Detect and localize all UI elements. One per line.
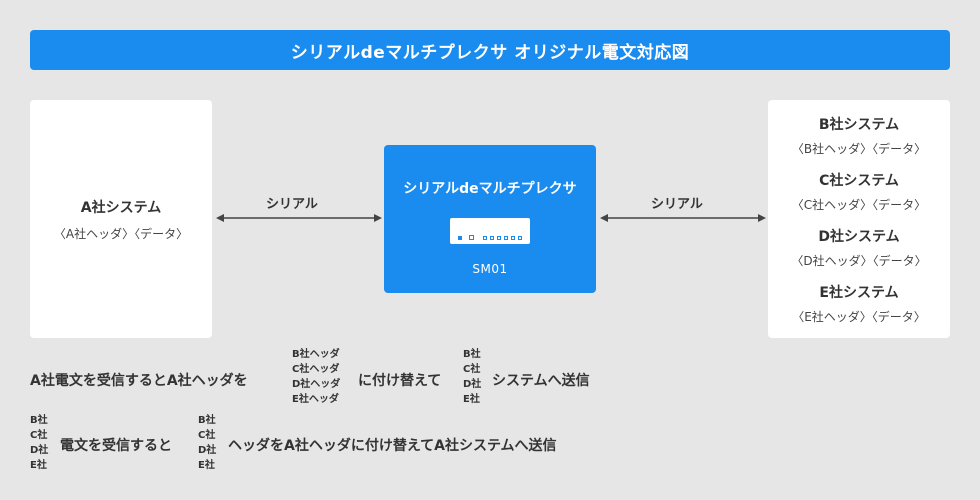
line1-header-e: E社ヘッダ — [292, 394, 339, 405]
system-b-group: B社システム 〈B社ヘッダ〉〈データ〉 — [768, 114, 950, 157]
system-box-a: A社システム 〈A社ヘッダ〉〈データ〉 — [30, 100, 212, 338]
system-c-group: C社システム 〈C社ヘッダ〉〈データ〉 — [768, 170, 950, 213]
system-a-message: 〈A社ヘッダ〉〈データ〉 — [53, 226, 189, 241]
line1-company-b: B社 — [463, 349, 481, 360]
system-d-message: 〈D社ヘッダ〉〈データ〉 — [791, 254, 927, 268]
line2-company-b-e: E社 — [198, 460, 215, 471]
line2-company-a-e: E社 — [30, 460, 47, 471]
line2-company-b-b: B社 — [198, 415, 216, 426]
multiplexer-model: SM01 — [472, 262, 508, 276]
system-c-name: C社システム — [819, 173, 899, 189]
line2-company-a-b: B社 — [30, 415, 48, 426]
line2-company-b-c: C社 — [198, 430, 216, 441]
system-b-name: B社システム — [818, 117, 900, 133]
line1-header-b: B社ヘッダ — [292, 349, 340, 360]
line1-part3: システムへ送信 — [492, 373, 590, 389]
line1-company-c: C社 — [463, 364, 481, 375]
line1-company-d: D社 — [463, 379, 482, 390]
line2-part2: ヘッダをA社ヘッダに付け替えてA社システムへ送信 — [228, 438, 557, 454]
line1-company-stack: B社 C社 D社 E社 — [463, 347, 481, 407]
multiplexer-name: シリアルdeマルチプレクサ — [403, 181, 577, 197]
line2-company-stack-b: B社 C社 D社 E社 — [198, 413, 216, 473]
system-a-name: A社システム — [80, 199, 162, 216]
system-e-message: 〈E社ヘッダ〉〈データ〉 — [792, 310, 926, 324]
multiplexer-box: シリアルdeマルチプレクサ SM01 — [384, 145, 596, 293]
left-bidirectional-arrow — [216, 214, 382, 222]
right-link-label: シリアル — [651, 197, 703, 212]
system-b-message: 〈B社ヘッダ〉〈データ〉 — [791, 142, 927, 156]
line1-company-e: E社 — [463, 394, 480, 405]
line2-company-b-d: D社 — [198, 445, 217, 456]
system-e-group: E社システム 〈E社ヘッダ〉〈データ〉 — [768, 282, 950, 325]
system-d-name: D社システム — [818, 229, 900, 245]
left-link-label: シリアル — [266, 197, 318, 212]
system-d-group: D社システム 〈D社ヘッダ〉〈データ〉 — [768, 226, 950, 269]
line1-part2: に付け替えて — [358, 373, 442, 389]
system-e-name: E社システム — [819, 285, 899, 301]
line1-header-d: D社ヘッダ — [292, 379, 341, 390]
line2-company-stack-a: B社 C社 D社 E社 — [30, 413, 48, 473]
line1-header-stack: B社ヘッダ C社ヘッダ D社ヘッダ E社ヘッダ — [292, 347, 340, 407]
line1-part1: A社電文を受信するとA社ヘッダを — [30, 373, 248, 389]
line1-header-c: C社ヘッダ — [292, 364, 340, 375]
line2-company-a-c: C社 — [30, 430, 48, 441]
diagram-title: シリアルdeマルチプレクサ オリジナル電文対応図 — [290, 42, 690, 63]
system-c-message: 〈C社ヘッダ〉〈データ〉 — [791, 198, 927, 212]
title-banner: シリアルdeマルチプレクサ オリジナル電文対応図 — [30, 30, 950, 70]
line2-company-a-d: D社 — [30, 445, 49, 456]
device-icon — [450, 218, 530, 244]
system-box-bcde: B社システム 〈B社ヘッダ〉〈データ〉 C社システム 〈C社ヘッダ〉〈データ〉 … — [768, 100, 950, 338]
line2-part1: 電文を受信すると — [60, 438, 172, 454]
right-bidirectional-arrow — [600, 214, 766, 222]
